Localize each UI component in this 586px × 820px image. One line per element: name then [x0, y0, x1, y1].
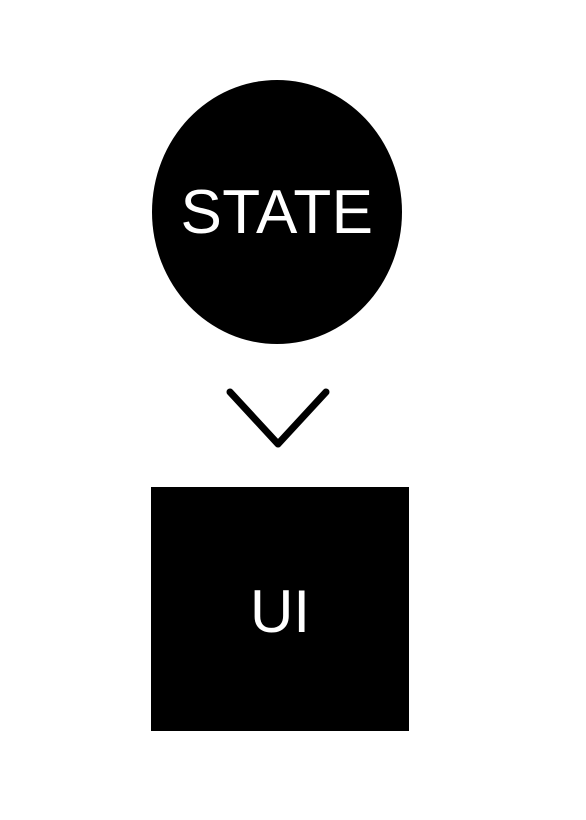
state-node: STATE: [152, 80, 402, 344]
chevron-down-icon: [226, 388, 330, 448]
state-label: STATE: [180, 178, 374, 247]
ui-node: UI: [151, 487, 409, 731]
ui-label: UI: [250, 578, 310, 645]
